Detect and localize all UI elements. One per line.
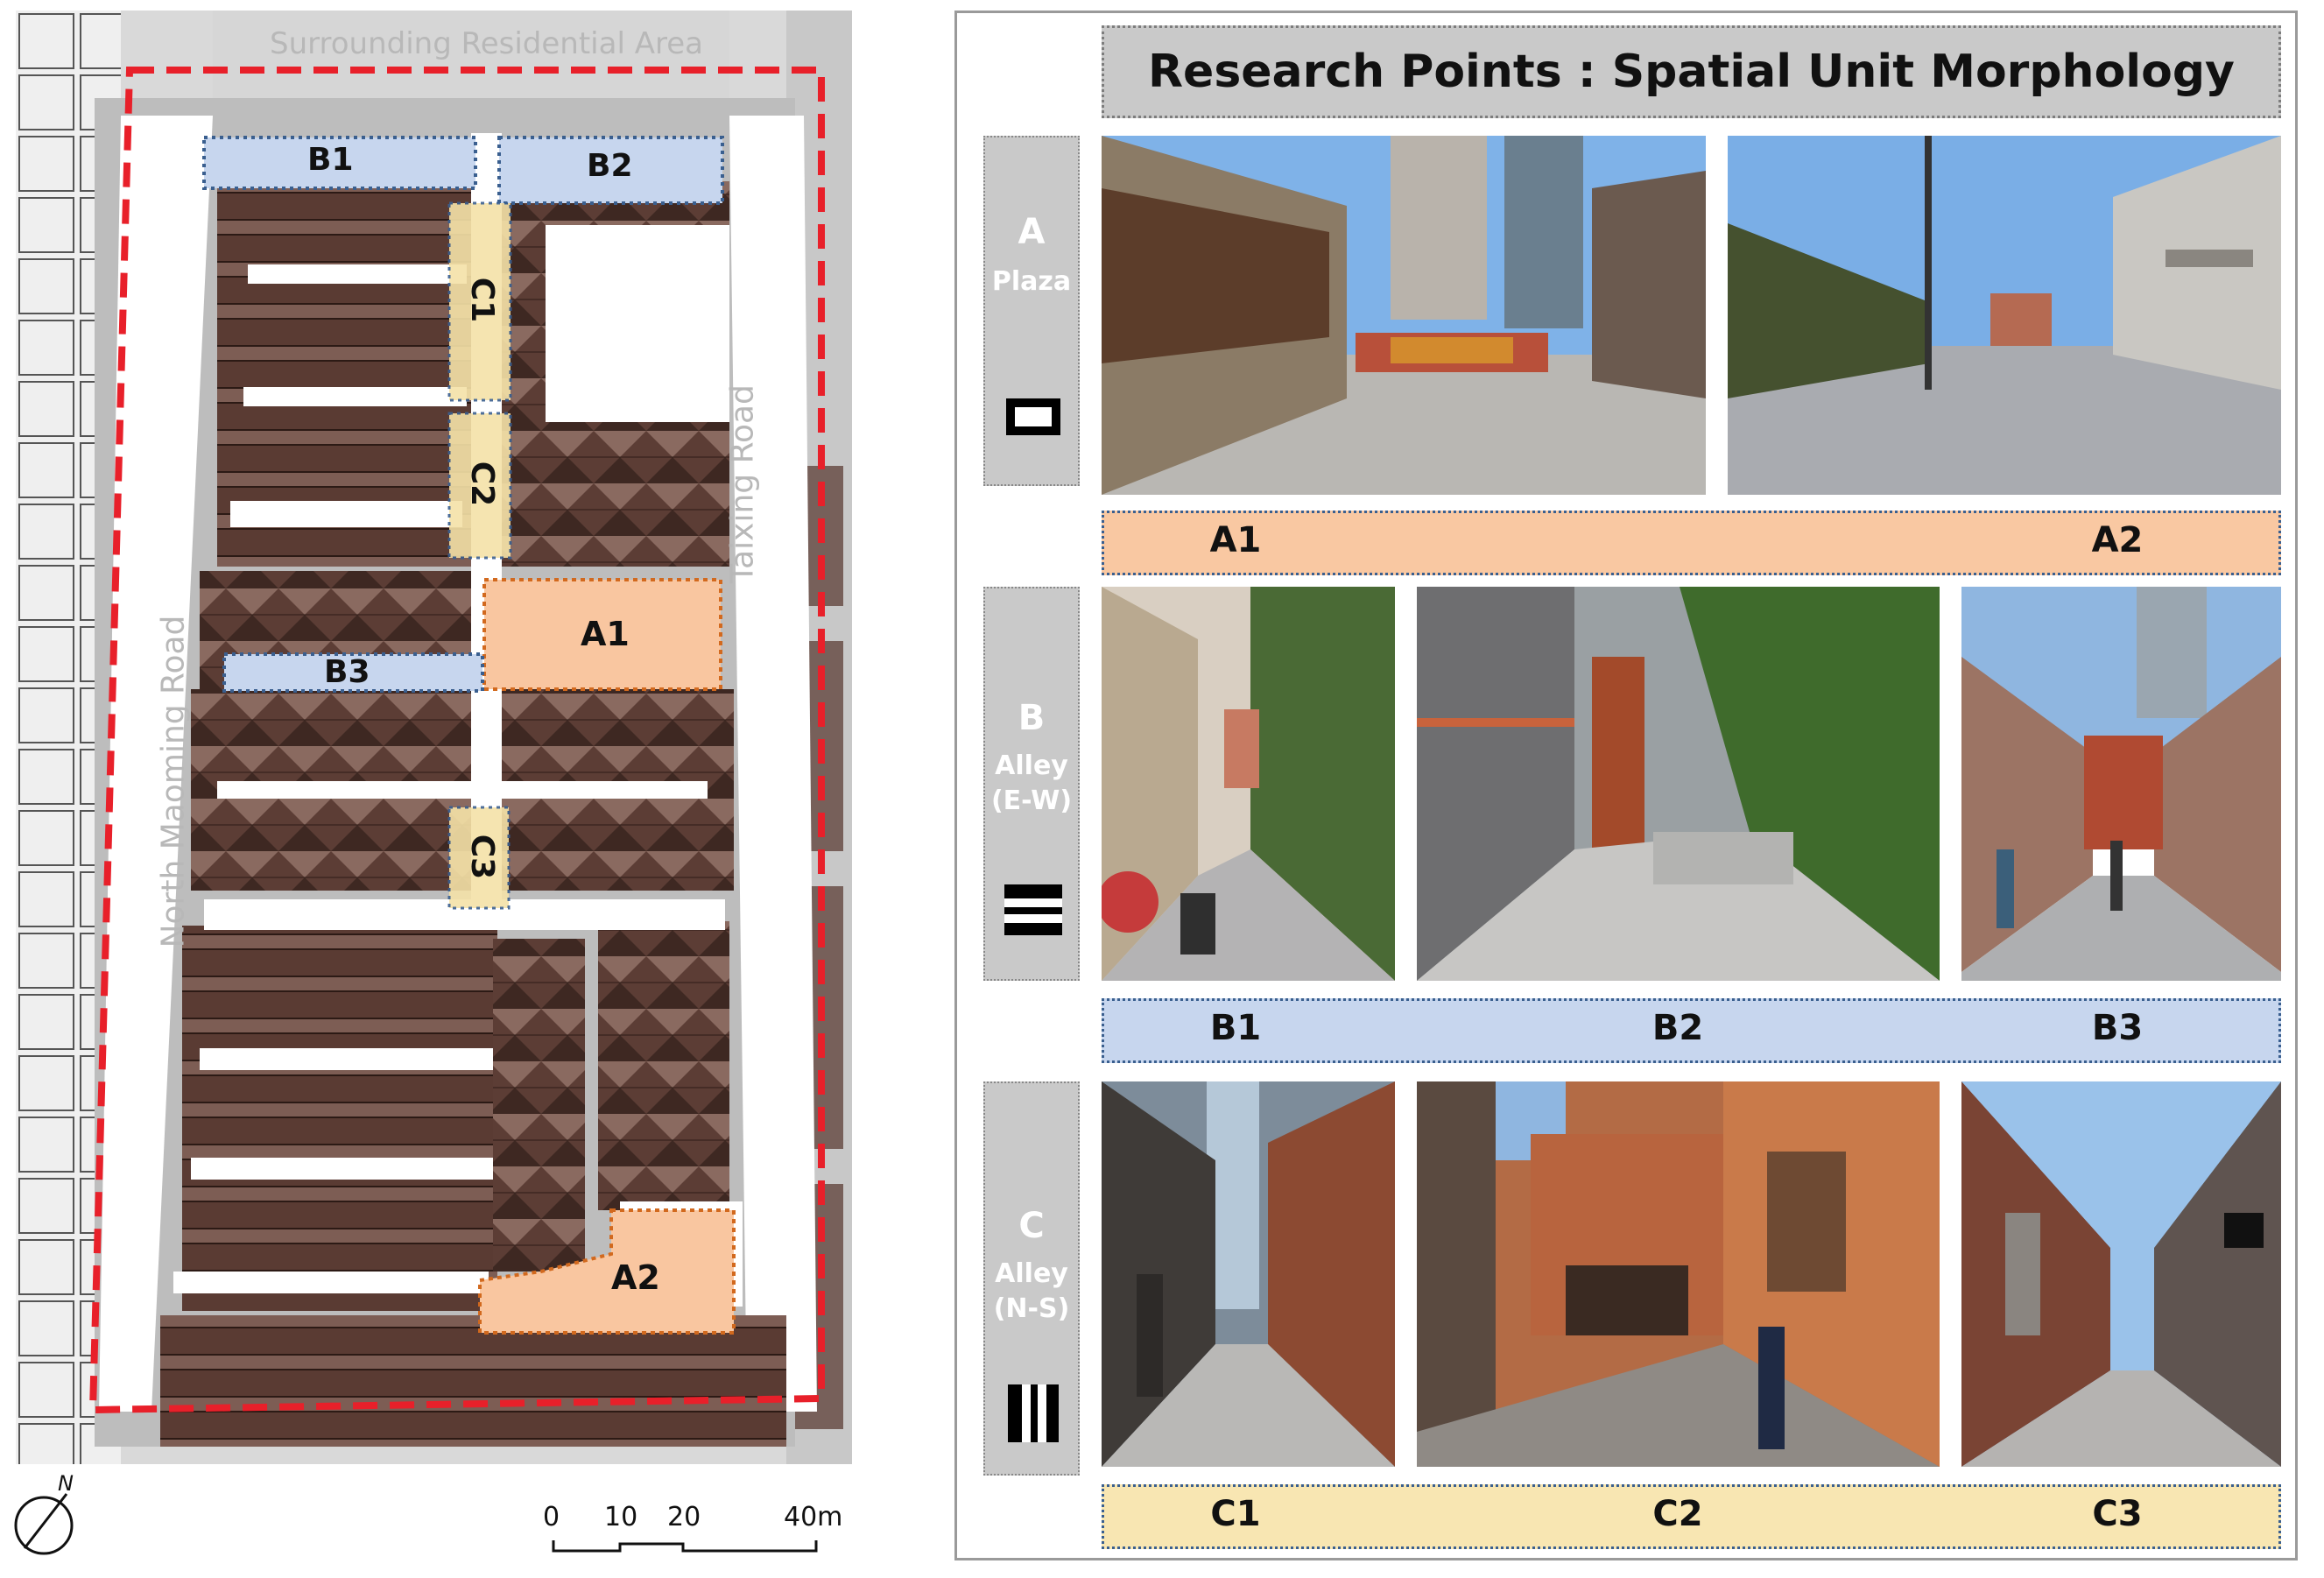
area-a1: [482, 578, 722, 691]
area-c2: [447, 412, 512, 560]
photo-b1: [1102, 587, 1395, 981]
taixing-road-label: Taixing Road: [724, 384, 761, 583]
bar-label-b2: B2: [1651, 1008, 1704, 1048]
tab-a-plaza: A Plaza: [983, 136, 1080, 486]
label-b1: B1: [307, 142, 354, 178]
scale-bar: 0 10 20 40m: [543, 1502, 843, 1563]
bar-label-b1: B1: [1209, 1008, 1262, 1048]
scale-tick-20: 20: [667, 1502, 701, 1532]
label-b2: B2: [587, 148, 633, 184]
label-c3: C3: [464, 834, 501, 880]
tab-a-letter: A: [1018, 212, 1046, 252]
area-b3: [222, 652, 484, 693]
label-bar-c: C1 C2 C3: [1102, 1484, 2281, 1549]
bar-label-c1: C1: [1210, 1494, 1261, 1534]
tab-b-letter: B: [1018, 698, 1046, 738]
photo-c1: [1102, 1081, 1395, 1467]
label-bar-b: B1 B2 B3: [1102, 998, 2281, 1063]
scale-bar-graphic: [552, 1540, 818, 1553]
tab-b-name-line2: (E-W): [990, 785, 1073, 816]
building-block-south-mid: [493, 939, 585, 1272]
label-a1: A1: [581, 615, 630, 653]
site-plan-drawing: [16, 11, 852, 1464]
north-maoming-road-surface: [99, 116, 213, 1412]
label-b3: B3: [324, 654, 370, 690]
photo-a1: [1102, 136, 1706, 495]
alley-ew-icon: [1004, 884, 1062, 935]
north-arrow: N: [12, 1471, 82, 1559]
tab-b-alley-ew: B Alley (E-W): [983, 587, 1080, 981]
label-c2: C2: [464, 461, 501, 507]
area-b1: [202, 136, 477, 190]
area-c1: [447, 201, 512, 402]
photo-b2: [1417, 587, 1940, 981]
label-bar-a: A1 A2: [1102, 511, 2281, 575]
research-points-panel: Research Points : Spatial Unit Morpholog…: [954, 11, 2298, 1560]
building-block-south: [160, 1315, 786, 1447]
tab-b-name-line1: Alley: [995, 750, 1068, 781]
panel-title: Research Points : Spatial Unit Morpholog…: [1102, 25, 2281, 118]
bar-label-b3: B3: [2091, 1008, 2144, 1048]
photo-c3: [1961, 1081, 2281, 1467]
area-b2: [497, 136, 724, 205]
tab-c-name-line2: (N-S): [993, 1293, 1070, 1324]
bar-label-a1: A1: [1209, 520, 1262, 560]
area-c3: [447, 806, 511, 910]
plaza-icon: [1006, 398, 1060, 435]
site-boundary: [88, 67, 825, 1414]
tab-c-letter: C: [1018, 1206, 1045, 1246]
photo-c2: [1417, 1081, 1940, 1467]
tab-a-name: Plaza: [991, 266, 1072, 297]
photo-a2: [1728, 136, 2281, 495]
bar-label-a2: A2: [2091, 520, 2144, 560]
alley-ns-icon: [1008, 1384, 1059, 1442]
scale-tick-0: 0: [543, 1502, 560, 1532]
area-a2: [478, 1208, 736, 1335]
label-c1: C1: [464, 277, 501, 323]
scale-tick-10: 10: [604, 1502, 638, 1532]
scale-tick-40: 40m: [784, 1502, 843, 1532]
bar-label-c3: C3: [2092, 1494, 2143, 1534]
tab-c-alley-ns: C Alley (N-S): [983, 1081, 1080, 1476]
north-label: N: [58, 1471, 74, 1496]
north-maoming-road-label: North Maoming Road: [155, 615, 192, 948]
photo-b3: [1961, 587, 2281, 981]
building-block-south-west: [182, 926, 497, 1311]
tab-c-name-line1: Alley: [995, 1258, 1068, 1289]
surrounding-area-label: Surrounding Residential Area: [270, 26, 703, 61]
label-a2: A2: [611, 1258, 660, 1297]
north-arrow-icon: [14, 1493, 74, 1555]
site-plan-map: Surrounding Residential Area North Maomi…: [16, 11, 852, 1464]
taixing-road-surface: [729, 116, 817, 1412]
bar-label-c2: C2: [1652, 1494, 1703, 1534]
building-block-south-east: [598, 921, 729, 1210]
